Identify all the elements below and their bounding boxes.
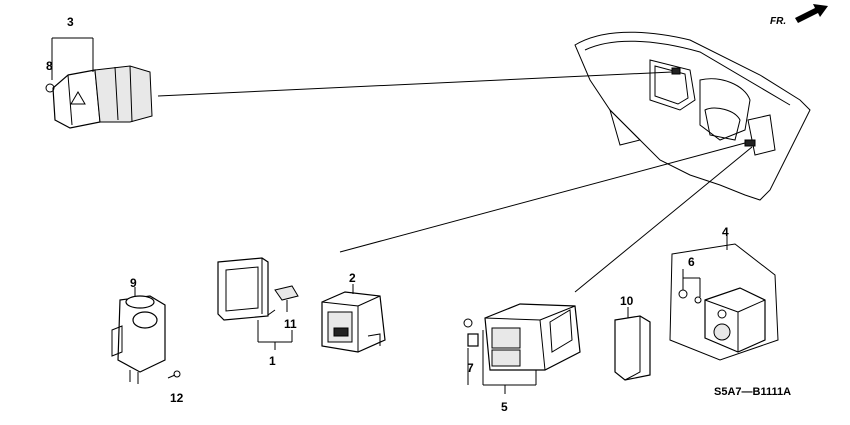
leader-lines [157, 71, 753, 293]
callout-12: 12 [170, 391, 184, 405]
callout-7: 7 [467, 361, 474, 375]
blank-cover-10 [614, 307, 651, 381]
clip-11 [274, 285, 299, 312]
callout-11: 11 [284, 317, 297, 331]
callout-bracket-5 [467, 330, 537, 394]
dashboard-illustration [574, 31, 811, 201]
callout-2: 2 [349, 271, 356, 285]
dimmer-switch-group [669, 236, 779, 361]
drawing-code: S5A7—B1111A [714, 386, 791, 398]
callout-5: 5 [501, 400, 508, 414]
callout-9: 9 [130, 276, 137, 290]
front-label: FR. [770, 16, 786, 27]
callout-8: 8 [46, 59, 53, 73]
dimmer-knob-icon [713, 323, 731, 341]
screw-8-icon [45, 83, 55, 93]
console-switch-location [744, 139, 756, 147]
multi-switch-panel [463, 303, 581, 371]
switch-module-2 [321, 284, 386, 353]
headlight-symbol-icon [717, 309, 727, 319]
callout-3: 3 [67, 15, 74, 29]
callout-6: 6 [688, 255, 695, 269]
switch-bezel [217, 257, 276, 321]
hazard-triangle-icon [70, 91, 86, 105]
callout-bracket-1 [257, 320, 293, 350]
callout-1: 1 [269, 354, 276, 368]
front-direction-indicator: FR. [770, 4, 828, 27]
ignition-switch-housing [111, 287, 166, 384]
screw-12 [167, 370, 181, 379]
callout-numbers: 1 2 3 4 5 6 7 8 9 10 11 12 [46, 15, 729, 414]
callout-10: 10 [620, 294, 634, 308]
hazard-switch [45, 37, 153, 129]
hazard-switch-location [671, 67, 681, 75]
callout-4: 4 [722, 225, 729, 239]
front-arrow-icon [795, 4, 828, 23]
